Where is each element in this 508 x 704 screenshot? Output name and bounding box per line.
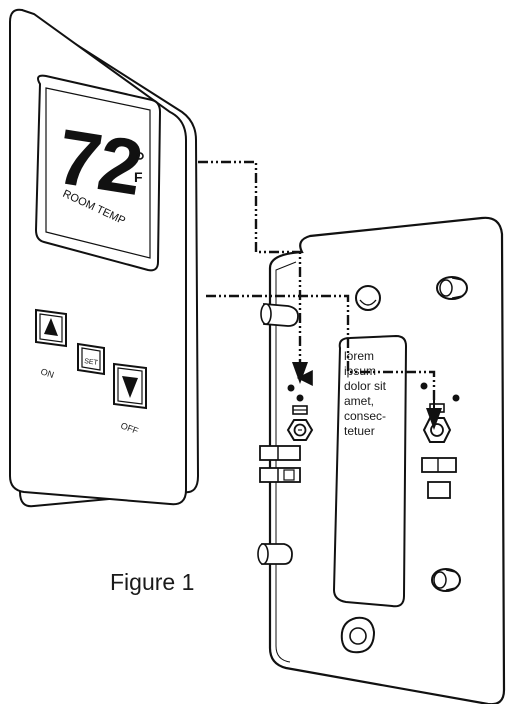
right-screw-assembly [420, 382, 460, 499]
lower-left-tab [257, 543, 293, 565]
temperature-unit: F [134, 169, 143, 185]
center-opening [332, 334, 408, 608]
bottom-right-slot [431, 568, 461, 592]
upper-left-tab [260, 303, 299, 327]
left-screw-assembly [259, 384, 314, 483]
lower-alignment-line [206, 294, 436, 404]
temperature-readout: 72 [51, 112, 147, 212]
top-mounting-hole [355, 285, 381, 311]
wall-plate-label-line: consec- [344, 409, 386, 423]
figure-caption: Figure 1 [110, 569, 194, 595]
thermostat-unit: 72 F ROOM TEMP ON SET OFF [9, 8, 200, 508]
wall-plate-label-line: lorem [344, 349, 374, 363]
wall-plate-label-line: dolor sit [344, 379, 387, 393]
set-button-label: SET [84, 358, 99, 367]
on-label: ON [39, 366, 55, 380]
upper-alignment-line [198, 160, 302, 378]
bottom-mounting-hole [340, 616, 376, 654]
down-arrow-icon [122, 376, 138, 398]
set-button[interactable]: SET [77, 342, 105, 376]
wall-plate-label-line: tetuer [344, 424, 375, 438]
wall-plate: lorem ipsum dolor sit amet, consec- tetu… [257, 216, 506, 704]
alignment-lines [198, 160, 436, 404]
degree-symbol-icon [136, 152, 144, 160]
wall-plate-label-line: amet, [344, 394, 374, 408]
up-arrow-icon [44, 318, 58, 336]
up-button[interactable] [35, 308, 67, 348]
wall-plate-label: lorem ipsum dolor sit amet, consec- tetu… [344, 349, 389, 438]
down-button[interactable] [113, 362, 147, 410]
top-right-slot [436, 276, 468, 300]
